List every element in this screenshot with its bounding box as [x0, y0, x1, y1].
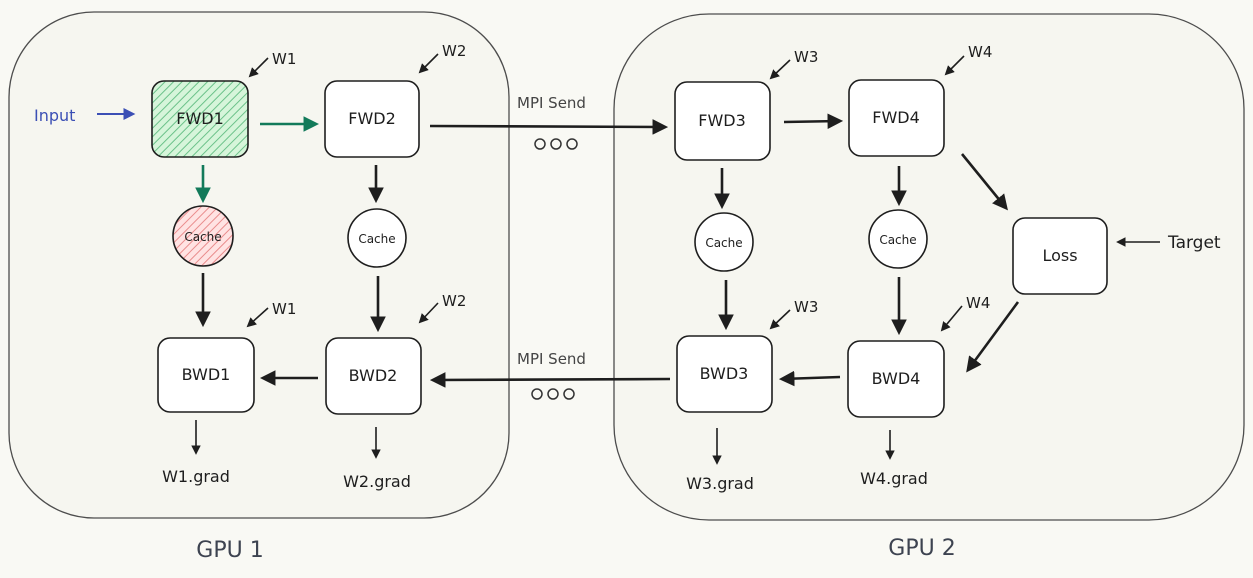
- w2-bwd-label: W2: [442, 292, 466, 310]
- arrow-loss-bwd4: [966, 301, 1020, 373]
- w2-fwd-arrow: [418, 53, 439, 74]
- target-label: Target: [1167, 233, 1221, 253]
- bwd2-box: [325, 337, 422, 415]
- bwd3-label: BWD3: [700, 364, 749, 383]
- fwd2-box: [324, 80, 420, 158]
- bwd2-label: BWD2: [349, 366, 398, 385]
- arrow-fwd3-fwd4: [783, 113, 844, 130]
- fwd2-label: FWD2: [348, 109, 396, 128]
- w1-bwd-arrow: [246, 307, 269, 328]
- mpi-send-top-label: MPI Send: [517, 94, 586, 112]
- w4-bwd-label: W4: [966, 294, 990, 312]
- fwd4-box: [848, 79, 945, 157]
- gpu2-label: GPU 2: [888, 536, 955, 561]
- w2-bwd-arrow: [418, 302, 439, 324]
- mpi-send-bottom-label: MPI Send: [517, 350, 586, 368]
- w4-fwd-label: W4: [968, 43, 992, 61]
- bwd1-box: [157, 337, 255, 413]
- w4-grad-label: W4.grad: [860, 469, 928, 488]
- ellipsis-top-icon: [534, 138, 578, 150]
- cache2-circle: [347, 208, 407, 268]
- cache3-circle: [694, 212, 754, 272]
- w3-bwd-label: W3: [794, 298, 818, 316]
- cache4-label: Cache: [879, 233, 916, 247]
- w3-bwd-arrow: [769, 309, 791, 330]
- bwd1-label: BWD1: [182, 365, 231, 384]
- gpu1-label: GPU 1: [196, 538, 263, 563]
- bwd4-box: [847, 340, 945, 418]
- cache4-circle: [868, 209, 928, 269]
- cache2-label: Cache: [358, 232, 395, 246]
- bwd3-box: [676, 335, 773, 413]
- arrow-bwd3-bwd2: [429, 372, 671, 388]
- fwd3-label: FWD3: [698, 111, 746, 130]
- cache1-circle: [172, 205, 234, 267]
- fwd1-label: FWD1: [176, 109, 224, 128]
- arrow-bwd4-bwd3: [778, 370, 841, 387]
- arrow-fwd4-loss: [960, 153, 1008, 211]
- w3-grad-label: W3.grad: [686, 474, 754, 493]
- gpu1-container: [8, 11, 510, 519]
- loss-label: Loss: [1042, 246, 1077, 265]
- input-label: Input: [34, 106, 75, 125]
- cache1-label: Cache: [184, 230, 221, 244]
- bwd4-label: BWD4: [872, 369, 921, 388]
- w4-fwd-arrow: [944, 55, 965, 76]
- w1-fwd-arrow: [248, 57, 269, 78]
- w1-bwd-label: W1: [272, 300, 296, 318]
- ellipsis-bottom-icon: [531, 388, 575, 400]
- w1-grad-label: W1.grad: [162, 467, 230, 486]
- loss-box: [1012, 217, 1108, 295]
- fwd1-box: [151, 80, 249, 158]
- w2-fwd-label: W2: [442, 42, 466, 60]
- w4-bwd-arrow: [940, 305, 963, 332]
- fwd3-box: [674, 81, 771, 161]
- cache3-label: Cache: [705, 236, 742, 250]
- w3-fwd-label: W3: [794, 48, 818, 66]
- w2-grad-label: W2.grad: [343, 472, 411, 491]
- w1-fwd-label: W1: [272, 50, 296, 68]
- w3-fwd-arrow: [769, 59, 791, 80]
- fwd4-label: FWD4: [872, 108, 920, 127]
- arrow-fwd2-fwd3: [429, 119, 669, 135]
